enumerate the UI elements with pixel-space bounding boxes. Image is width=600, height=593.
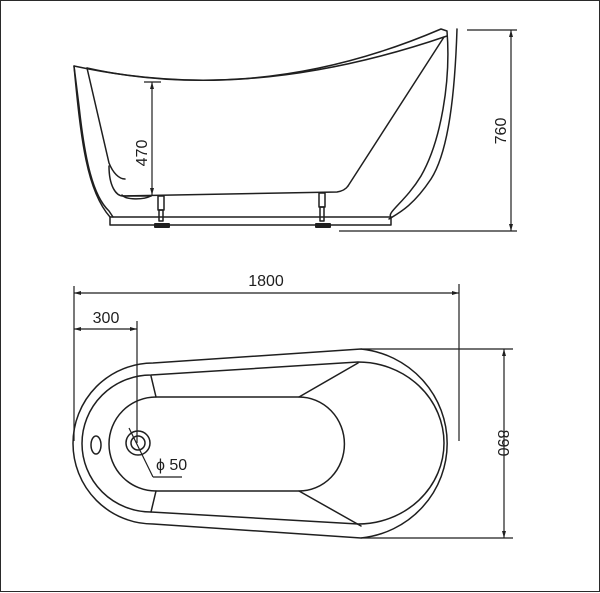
dim-300-label: 300 [93,310,120,327]
plan-outer-rim [72,348,448,539]
tub-floor [122,185,349,197]
dim-890-label: 890 [494,430,511,457]
dimension-1800: 1800 [73,273,460,441]
tub-outer-right [388,28,458,220]
drain-inner-ring [130,435,146,451]
tub-base-plinth [109,216,392,226]
drain-cap [121,194,152,200]
dimension-phi50: ϕ 50 [128,427,187,478]
leg-right [315,192,331,228]
drain-outer-ring [125,430,151,456]
drain-bulge [108,165,152,197]
dim-1800-label: 1800 [248,273,284,290]
dimension-760: 760 [339,29,517,232]
dimension-300: 300 [74,310,138,443]
dimension-470: 470 [134,81,161,195]
plan-view: 1800 300 ϕ 50 890 [72,273,513,539]
plan-backrest-top [298,362,359,398]
dim-phi50-label: ϕ 50 [156,457,187,474]
plan-connector-top-left [150,375,157,398]
plan-backrest-bottom [298,490,362,527]
dim-760-label: 760 [493,118,510,145]
tub-backrest [347,36,445,187]
leg-left [154,195,170,228]
side-elevation-view: 470 760 [73,28,517,232]
dimension-890: 890 [361,348,513,539]
tub-outer-shell [73,28,449,218]
tub-inner-rim [86,35,448,81]
plan-inner-rim [81,361,445,525]
tub-outer-left-lower [73,65,111,218]
tub-inner-left [86,67,126,180]
overflow-icon [90,435,102,455]
dim-470-label: 470 [134,140,151,167]
plan-connector-bottom-left [150,490,157,513]
